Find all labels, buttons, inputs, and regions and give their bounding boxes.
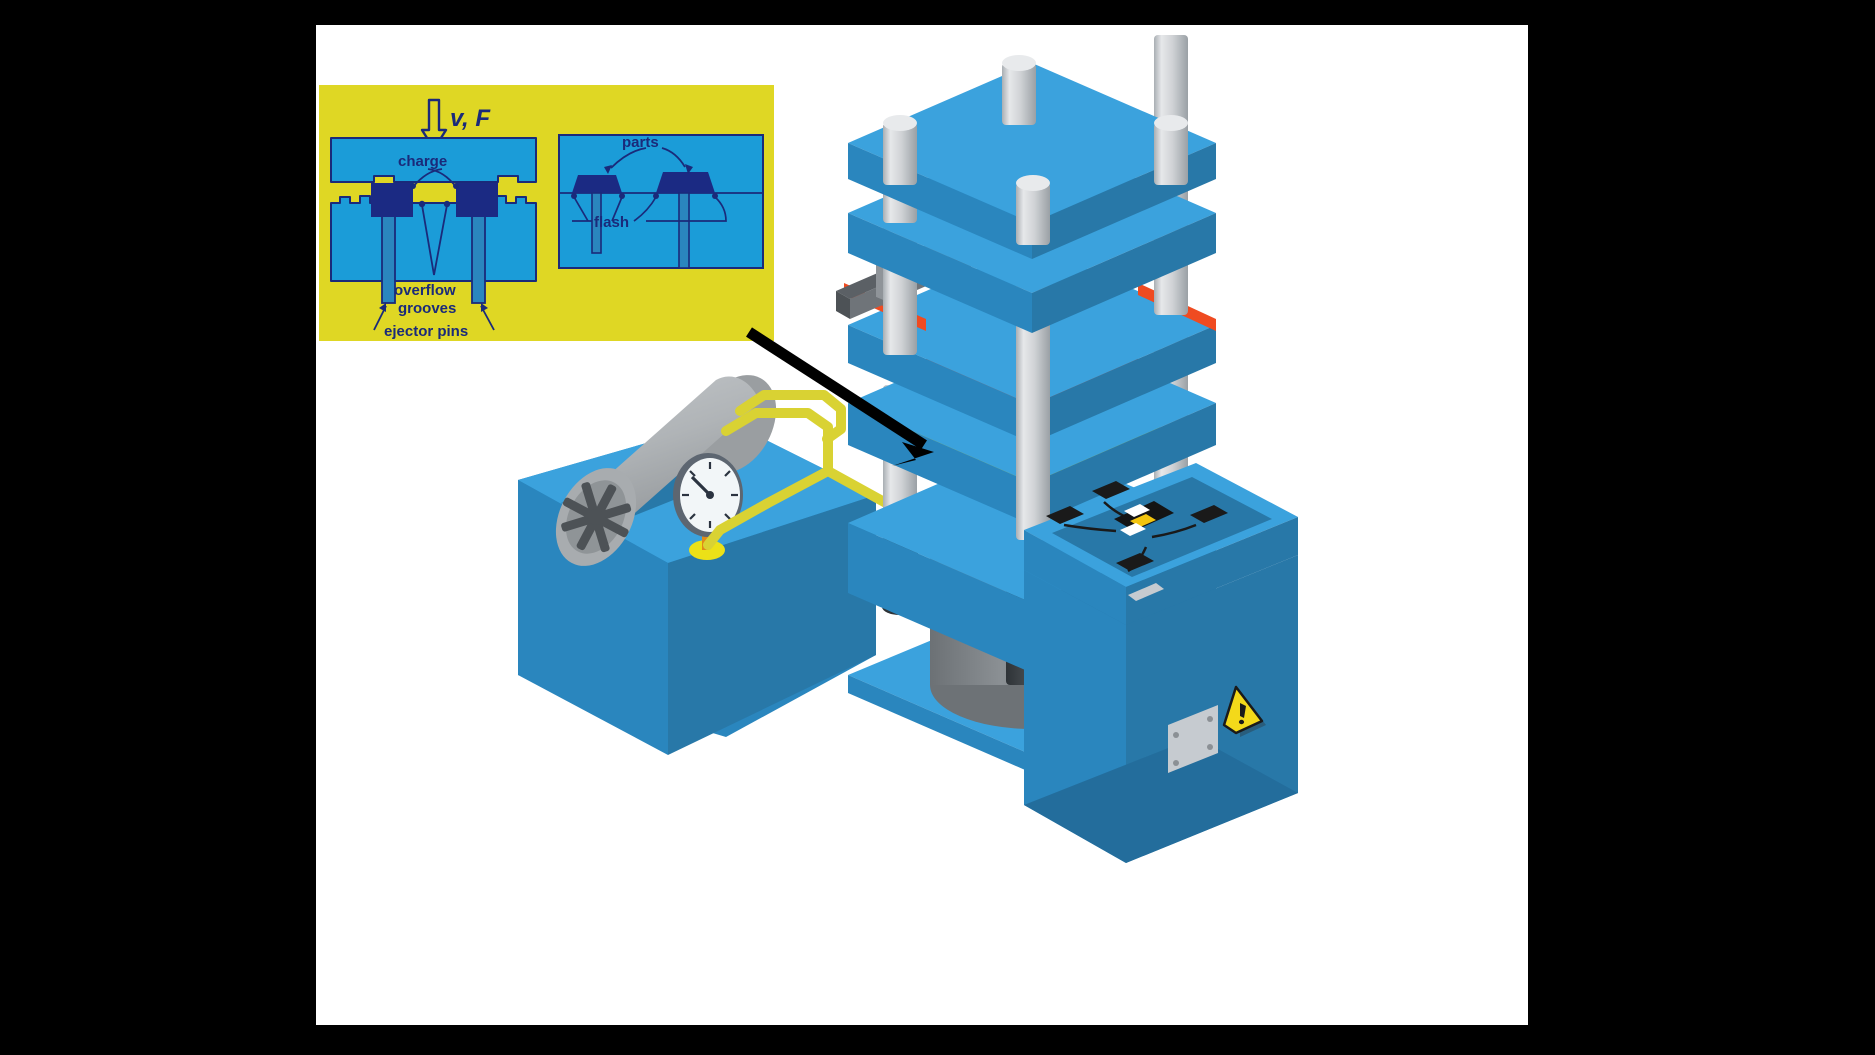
charge-dot-right	[453, 183, 459, 189]
schematic-nodes	[1046, 481, 1228, 571]
flash-dot-3	[653, 193, 659, 199]
flash-dot-2	[619, 193, 625, 199]
press-illustration-svg: v, F	[319, 35, 1298, 863]
under-crown-right-face	[1032, 213, 1216, 333]
gauge-ticks	[682, 462, 738, 528]
column-top-left	[883, 123, 917, 185]
mold-upper-right-face	[1032, 403, 1216, 525]
warning-exclamation-icon	[1238, 703, 1246, 725]
column-top-right-cap	[1154, 115, 1188, 131]
overflow-label-line1: overflow	[394, 282, 456, 299]
door-handle	[1128, 583, 1164, 601]
ejector-arrow-left	[379, 303, 386, 312]
gauge-needle	[690, 475, 712, 497]
parts-label: parts	[622, 134, 659, 151]
illustration-canvas: v, F	[316, 25, 1528, 1025]
mold-upper-left-face	[848, 403, 1032, 525]
charge-label: charge	[398, 153, 447, 170]
flash-label: flash	[594, 214, 629, 231]
column-top-back	[1002, 63, 1036, 125]
charge-dot-left	[410, 183, 416, 189]
force-label: v, F	[450, 105, 491, 132]
warning-label-icon	[1222, 685, 1266, 737]
callout-arrow	[746, 327, 934, 466]
part-ejector-pin-left	[591, 192, 602, 254]
control-cabinet	[1024, 463, 1298, 863]
column-top-left-cap	[883, 115, 917, 131]
inset-right-panel: parts flash	[558, 134, 764, 269]
inset-left-panel: charge overflow grooves ejector pins	[330, 137, 537, 340]
callout-arrow-shaft	[746, 327, 927, 450]
inset-process-diagram: v, F	[319, 85, 774, 341]
indicator-white-upper	[1124, 504, 1150, 517]
flash-dot-1	[571, 193, 577, 199]
electric-motor	[555, 375, 777, 566]
cabinet-bottom-face	[1024, 737, 1298, 863]
overflow-label-line2: grooves	[398, 300, 456, 317]
column-top-right	[1154, 123, 1188, 185]
parts-leader-left	[610, 147, 647, 169]
base-plate-left-face	[848, 675, 1032, 773]
column-top-back-cap	[1002, 55, 1036, 71]
overflow-dot-right	[443, 200, 451, 208]
circuit-schematic	[1046, 481, 1228, 573]
gauge-hub	[706, 491, 714, 499]
heated-platen-right-face	[1032, 325, 1216, 443]
tie-rod-column-tops	[883, 55, 1188, 245]
flash-leader-4	[646, 196, 727, 222]
molded-part-right	[656, 172, 715, 193]
overflow-dot-left	[418, 200, 426, 208]
nameplate-plate	[1168, 705, 1218, 773]
mold-lower-left-face	[848, 523, 1032, 673]
pressure-gauge	[673, 453, 743, 560]
column-top-front-cap	[1016, 175, 1050, 191]
parts-arrow-right	[685, 164, 693, 174]
part-ejector-pin-right	[678, 192, 690, 269]
motor-fan-icon	[561, 482, 632, 553]
charge-block-left	[371, 183, 413, 217]
cabinet-slope-left-face	[1024, 530, 1126, 625]
column-top-front	[1016, 183, 1050, 245]
control-panel-recess	[1052, 477, 1272, 577]
nameplate	[1168, 705, 1218, 773]
charge-block-right	[456, 183, 498, 217]
overflow-groove-leader	[421, 204, 448, 276]
flash-dot-4	[712, 193, 718, 199]
under-crown-left-face	[848, 213, 1032, 333]
ejector-arrow-right	[481, 303, 488, 312]
parts-arrow-left	[604, 165, 612, 174]
cabinet-slope-right-face	[1126, 517, 1298, 625]
closed-mold-block	[558, 134, 764, 269]
heater-rail-cap	[836, 291, 850, 319]
ejector-pins-label: ejector pins	[384, 323, 468, 340]
upper-mold-half	[330, 137, 537, 183]
reservoir-tank-right-face	[668, 495, 876, 755]
flash-leader-1	[573, 196, 589, 222]
nameplate-screws	[1173, 716, 1213, 766]
ejector-pin-right	[471, 214, 486, 304]
callout-arrow-head	[892, 442, 934, 466]
hydraulic-power-unit	[518, 375, 923, 755]
indicator-white-lower	[1120, 523, 1146, 536]
flash-leader-3	[633, 196, 657, 222]
flash-leader-2	[611, 196, 623, 222]
molded-part-left	[572, 175, 622, 193]
reservoir-tank-left-face	[518, 480, 668, 755]
parts-leader-right	[661, 147, 686, 168]
